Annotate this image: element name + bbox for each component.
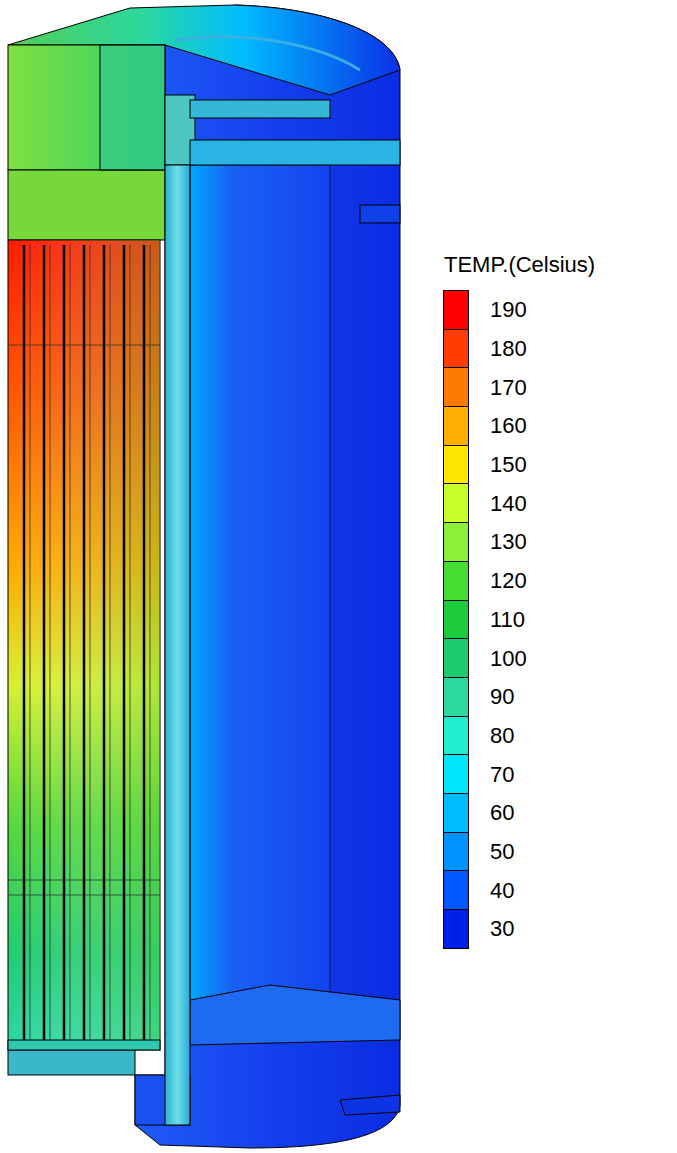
legend-value: 60 bbox=[490, 800, 514, 826]
color-swatch bbox=[443, 522, 469, 562]
color-swatch bbox=[443, 483, 469, 523]
legend-row: 60 bbox=[443, 794, 527, 833]
legend-value: 40 bbox=[490, 878, 514, 904]
legend-row: 140 bbox=[443, 484, 527, 523]
color-swatch bbox=[443, 754, 469, 794]
legend-value: 160 bbox=[490, 413, 527, 439]
color-swatch bbox=[443, 600, 469, 640]
legend-row: 180 bbox=[443, 330, 527, 369]
legend-value: 170 bbox=[490, 375, 527, 401]
legend-row: 160 bbox=[443, 407, 527, 446]
legend-value: 30 bbox=[490, 916, 514, 942]
color-swatch bbox=[443, 406, 469, 446]
legend-row: 110 bbox=[443, 601, 527, 640]
color-swatch bbox=[443, 909, 469, 949]
color-swatch bbox=[443, 793, 469, 833]
legend-value: 110 bbox=[490, 607, 525, 633]
color-swatch bbox=[443, 870, 469, 910]
legend-value: 180 bbox=[490, 336, 527, 362]
color-swatch bbox=[443, 367, 469, 407]
legend-row: 50 bbox=[443, 833, 527, 872]
color-swatch bbox=[443, 832, 469, 872]
legend-value: 90 bbox=[490, 684, 514, 710]
legend-value: 130 bbox=[490, 529, 527, 555]
legend-row: 80 bbox=[443, 717, 527, 756]
legend-row: 40 bbox=[443, 871, 527, 910]
color-swatch bbox=[443, 290, 469, 330]
legend-row: 190 bbox=[443, 291, 527, 330]
legend-value: 120 bbox=[490, 568, 527, 594]
legend-value: 190 bbox=[490, 297, 527, 323]
color-swatch bbox=[443, 561, 469, 601]
legend-value: 100 bbox=[490, 646, 527, 672]
legend-value: 70 bbox=[490, 762, 514, 788]
color-swatch bbox=[443, 329, 469, 369]
legend-row: 150 bbox=[443, 446, 527, 485]
legend-row: 30 bbox=[443, 910, 527, 949]
color-swatch bbox=[443, 716, 469, 756]
legend-row: 120 bbox=[443, 562, 527, 601]
color-swatch bbox=[443, 638, 469, 678]
legend-title: TEMP.(Celsius) bbox=[444, 252, 595, 278]
legend-value: 150 bbox=[490, 452, 527, 478]
legend-row: 100 bbox=[443, 639, 527, 678]
legend-value: 50 bbox=[490, 839, 514, 865]
legend-row: 70 bbox=[443, 755, 527, 794]
legend-value: 140 bbox=[490, 491, 527, 517]
color-legend: 190 180 170 160 150 140 130 120 110 100 90 80 70 60 50… bbox=[443, 291, 527, 949]
legend-row: 130 bbox=[443, 523, 527, 562]
color-swatch bbox=[443, 677, 469, 717]
legend-value: 80 bbox=[490, 723, 514, 749]
legend-row: 90 bbox=[443, 678, 527, 717]
legend-row: 170 bbox=[443, 368, 527, 407]
color-swatch bbox=[443, 445, 469, 485]
